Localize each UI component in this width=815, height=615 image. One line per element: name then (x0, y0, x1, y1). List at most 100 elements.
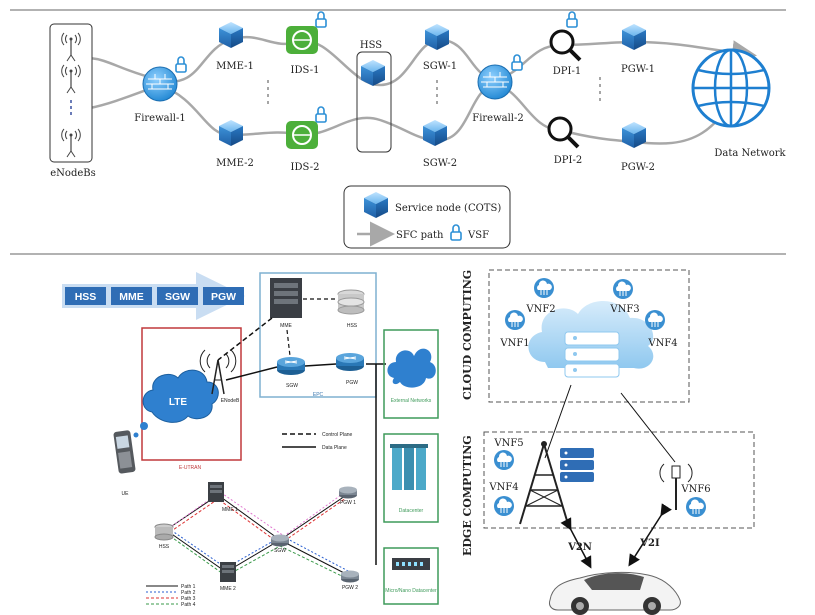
phone-icon (113, 430, 136, 474)
small-mme1-label: MME 1 (222, 507, 238, 513)
backhaul-link (544, 384, 572, 459)
hss-box (356, 51, 392, 153)
legend-service-node: Service node (COTS) (395, 203, 501, 214)
edge-computing-title: EDGE COMPUTING (461, 435, 474, 556)
ue-label: UE (122, 491, 130, 497)
server-icon (270, 278, 302, 318)
cloud-vnf2: VNF2 (525, 304, 555, 315)
eutran-label: E-UTRAN (179, 465, 202, 471)
hss-label: HSS (360, 40, 382, 51)
cube-icon (423, 120, 447, 146)
mme-1-label: MME-1 (216, 61, 254, 72)
data-network-label: Data Network (714, 148, 786, 159)
lock-icon (175, 56, 187, 73)
datacenter-box (383, 433, 439, 523)
backhaul-link (620, 392, 676, 463)
ids-1-node: IDS-1 (286, 11, 327, 76)
v2i-label: V2I (639, 538, 660, 549)
arrow-item-box (157, 287, 198, 305)
tower-icon (199, 349, 237, 395)
micro-nano-box (383, 547, 439, 605)
vnf-icon (533, 277, 555, 299)
pgw-2-label: PGW-2 (621, 162, 655, 173)
sgw-1-label: SGW-1 (423, 61, 457, 72)
vnf-icon (685, 496, 707, 518)
cube-icon (425, 24, 449, 50)
database-icon (154, 523, 174, 541)
sgw-2-label: SGW-2 (423, 158, 457, 169)
data-link (304, 363, 337, 367)
lock-icon (315, 106, 327, 123)
cube-icon (622, 122, 646, 148)
v2n-label: V2N (567, 542, 592, 553)
small-pgw1-label: PGW 1 (340, 500, 356, 506)
vnf-icon (493, 449, 515, 471)
router-icon (341, 570, 359, 583)
firewall-2-node: Firewall-2 (472, 54, 524, 124)
arrow-item-box (111, 287, 152, 305)
ids-2-node: IDS-2 (286, 106, 327, 173)
sfc-path-1 (89, 35, 757, 87)
eutran-box (141, 327, 242, 461)
small-mme2-label: MME 2 (220, 586, 236, 592)
small-pgw2-label: PGW 2 (342, 585, 358, 591)
globe-icon (691, 48, 771, 128)
sfc-diagram: eNodeBs Firewall-1 MME-1 MME-2 IDS-1 (49, 11, 787, 249)
control-link (217, 317, 273, 361)
arrow-item-box (65, 287, 106, 305)
lock-icon (566, 11, 578, 28)
database-icon (337, 289, 365, 315)
dpi-2-node: DPI-2 (547, 116, 582, 166)
cloud-icon (387, 348, 436, 388)
v2i-arrow (628, 503, 672, 567)
small-hss-label: HSS (159, 544, 170, 550)
v2n-arrow (560, 517, 592, 569)
cube-icon (622, 24, 646, 50)
cube-icon (219, 120, 243, 146)
edge-box (483, 431, 755, 529)
micro-nano-label: Micro/Nano Datacenter (385, 588, 437, 594)
mme-2-label: MME-2 (216, 158, 254, 169)
server-rack-icon (560, 448, 594, 482)
vnf-icon (504, 309, 526, 331)
arrow-item-box (203, 287, 244, 305)
cell-tower-icon (519, 441, 569, 525)
legend-sfc-path: SFC path (396, 230, 444, 241)
roadside-unit-icon (659, 463, 693, 510)
pgw-label-epc: PGW (346, 380, 358, 386)
data-link (225, 366, 278, 381)
firewall-1-node: Firewall-1 (134, 56, 187, 124)
vnf-icon (493, 495, 515, 517)
pgw-1-label: PGW-1 (621, 64, 655, 75)
mme-label: MME (280, 323, 292, 329)
cloud-edge-diagram: CLOUD COMPUTING EDGE COMPUTING VNF2 VNF3… (461, 269, 755, 615)
data-plane-label: Data Plane (322, 445, 347, 451)
external-networks-box (383, 329, 439, 419)
control-link (286, 329, 291, 357)
path-3-label: Path 3 (181, 596, 196, 602)
edge-vnf5: VNF5 (493, 438, 523, 449)
server-icon (220, 562, 236, 582)
server-stack-icon (564, 331, 620, 378)
dpi-2-label: DPI-2 (554, 155, 582, 166)
ids-1-label: IDS-1 (291, 65, 320, 76)
path-topology (165, 489, 351, 581)
datacenter-icon (390, 444, 428, 490)
path-2-label: Path 2 (181, 590, 196, 596)
router-icon (271, 534, 289, 547)
legend-vsf: VSF (467, 230, 489, 241)
edge-vnf4: VNF4 (488, 482, 518, 493)
firewall-2-label: Firewall-2 (472, 113, 524, 124)
lock-icon (511, 54, 523, 71)
epc-diagram: HSS MME SGW PGW E-UTRAN EPC MME (62, 272, 439, 608)
path-4-label: Path 4 (181, 602, 196, 608)
path-legend: Path 1 Path 2 Path 3 Path 4 (146, 584, 196, 608)
external-networks-label: External Networks (391, 398, 432, 404)
path-1-label: Path 1 (181, 584, 196, 590)
car-icon (549, 571, 681, 615)
lock-icon (315, 11, 327, 28)
magnifier-icon (547, 116, 573, 142)
epc-box (259, 272, 377, 398)
server-icon (208, 482, 224, 502)
hss-label-epc: HSS (347, 323, 358, 329)
